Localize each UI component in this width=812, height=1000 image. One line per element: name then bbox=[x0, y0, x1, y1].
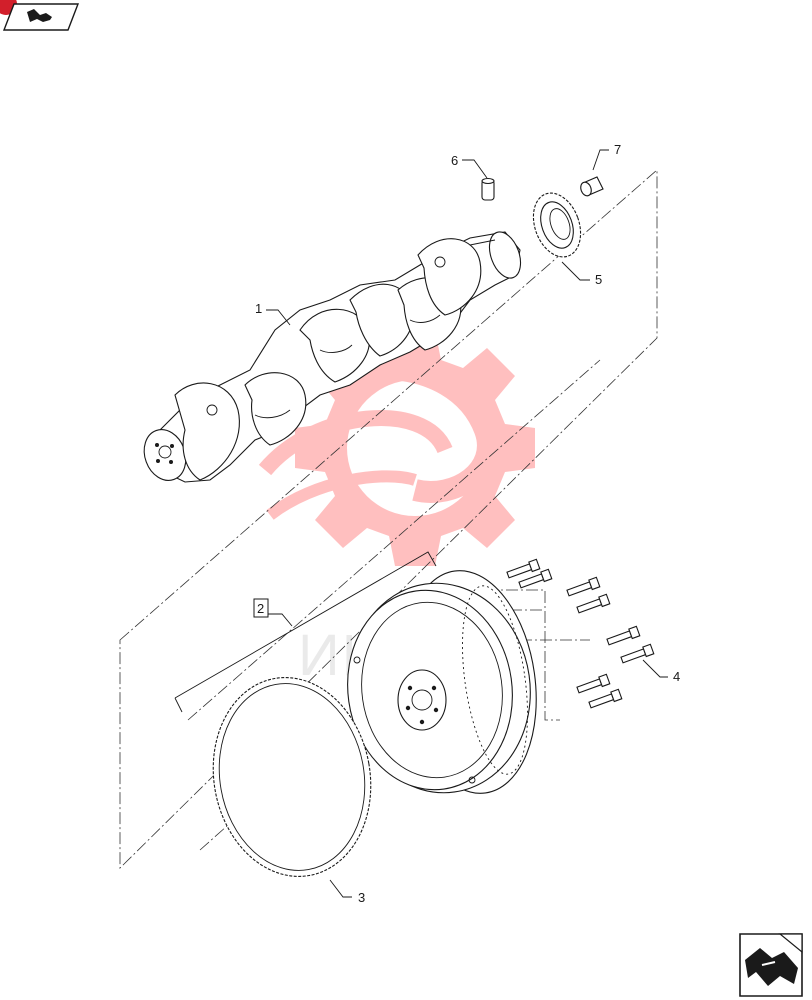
next-page-button[interactable] bbox=[739, 933, 803, 997]
callout-box-2 bbox=[253, 598, 269, 618]
callout-label-2: 2 bbox=[257, 601, 264, 616]
callout-label-4: 4 bbox=[673, 669, 680, 684]
callout-label-1: 1 bbox=[255, 301, 262, 316]
bushing bbox=[580, 176, 604, 197]
flywheel-bolts bbox=[506, 558, 655, 709]
top-nav-tab[interactable] bbox=[0, 0, 80, 31]
callout-label-7: 7 bbox=[614, 142, 621, 157]
assembly-bracket bbox=[174, 551, 437, 713]
callout-leaders bbox=[266, 149, 668, 898]
callout-label-5: 5 bbox=[595, 272, 602, 287]
callout-label-6: 6 bbox=[451, 153, 458, 168]
ring-gear bbox=[212, 677, 372, 877]
next-page-notch bbox=[778, 933, 803, 954]
crankshaft-gear bbox=[532, 192, 582, 258]
callout-label-3: 3 bbox=[358, 890, 365, 905]
flywheel bbox=[347, 570, 537, 794]
dowel-pin bbox=[481, 177, 495, 201]
page-forward-arrow-icon bbox=[27, 9, 52, 22]
next-page-arrow-icon bbox=[745, 948, 798, 986]
crankshaft bbox=[143, 231, 522, 483]
